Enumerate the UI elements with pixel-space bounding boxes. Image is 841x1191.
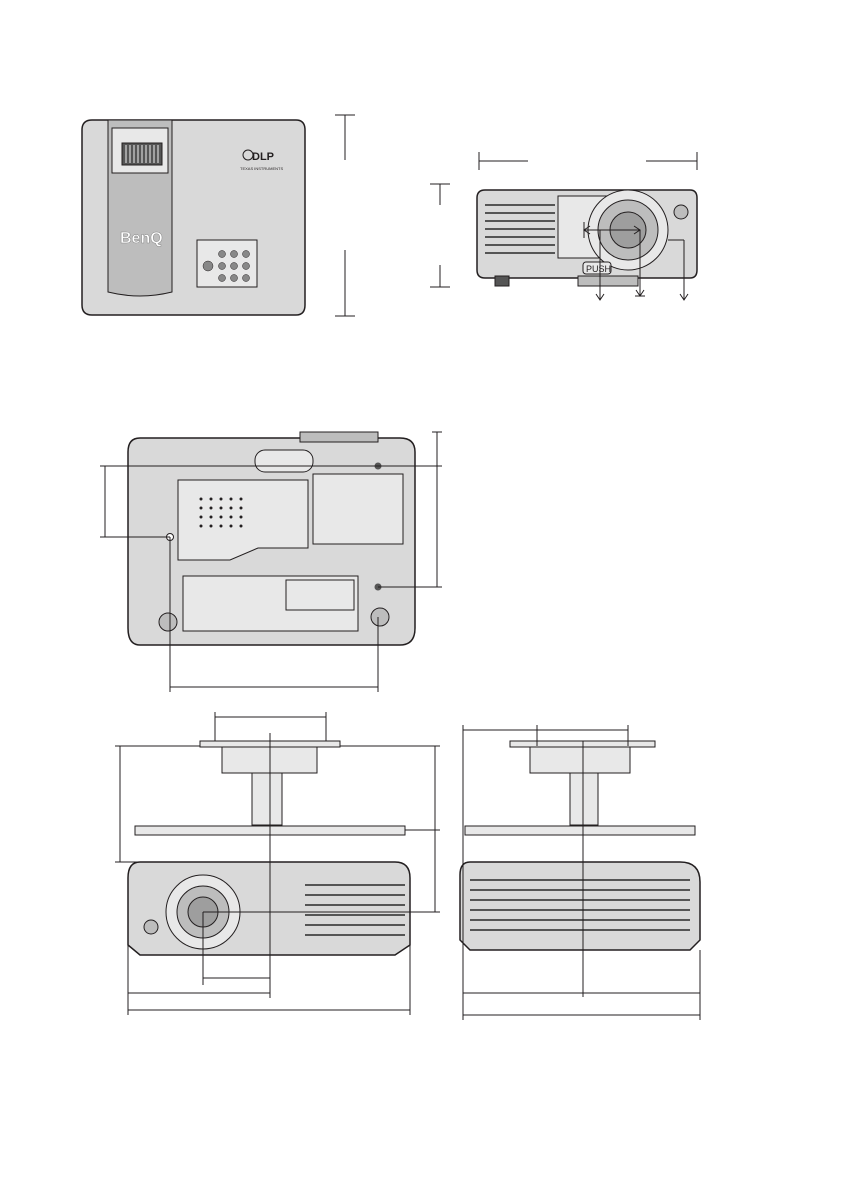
push-button-label: PUSH [586, 264, 611, 274]
ir-sensor [674, 205, 688, 219]
dlp-logo-subtitle: TEXAS INSTRUMENTS [240, 166, 283, 171]
bottom-view-speaker-panel [178, 480, 308, 560]
front-view-height-dimension [430, 184, 450, 287]
front-view-foot-center [578, 276, 638, 286]
mount-pole [252, 773, 282, 825]
ceiling-mount-front-view [115, 712, 440, 1015]
dlp-logo: DLP [252, 151, 274, 163]
mounted-ir-sensor [144, 920, 158, 934]
front-view-width-dimension [479, 152, 697, 170]
front-view-vents [485, 205, 555, 253]
side-mount-plate [465, 826, 695, 835]
ceiling-mount-side-view [460, 725, 700, 1020]
bottom-view-handle [255, 450, 313, 472]
foot-right [371, 608, 389, 626]
side-ceiling-bracket [530, 747, 630, 773]
top-view-depth-dimension [335, 115, 355, 316]
top-view: BenQ DLP TEXAS INSTRUMENTS [82, 115, 355, 316]
front-view-foot-left [495, 276, 509, 286]
bottom-view [100, 432, 442, 692]
foot-left [159, 613, 177, 631]
bottom-view-side-panel [313, 474, 403, 544]
lamp-cover-label [286, 580, 354, 610]
brand-logo: BenQ [120, 230, 163, 247]
mounted-projector-side-body [460, 862, 700, 950]
front-view: PUSH [430, 152, 697, 300]
side-mount-pole [570, 773, 598, 825]
bottom-view-top-tab [300, 432, 378, 442]
